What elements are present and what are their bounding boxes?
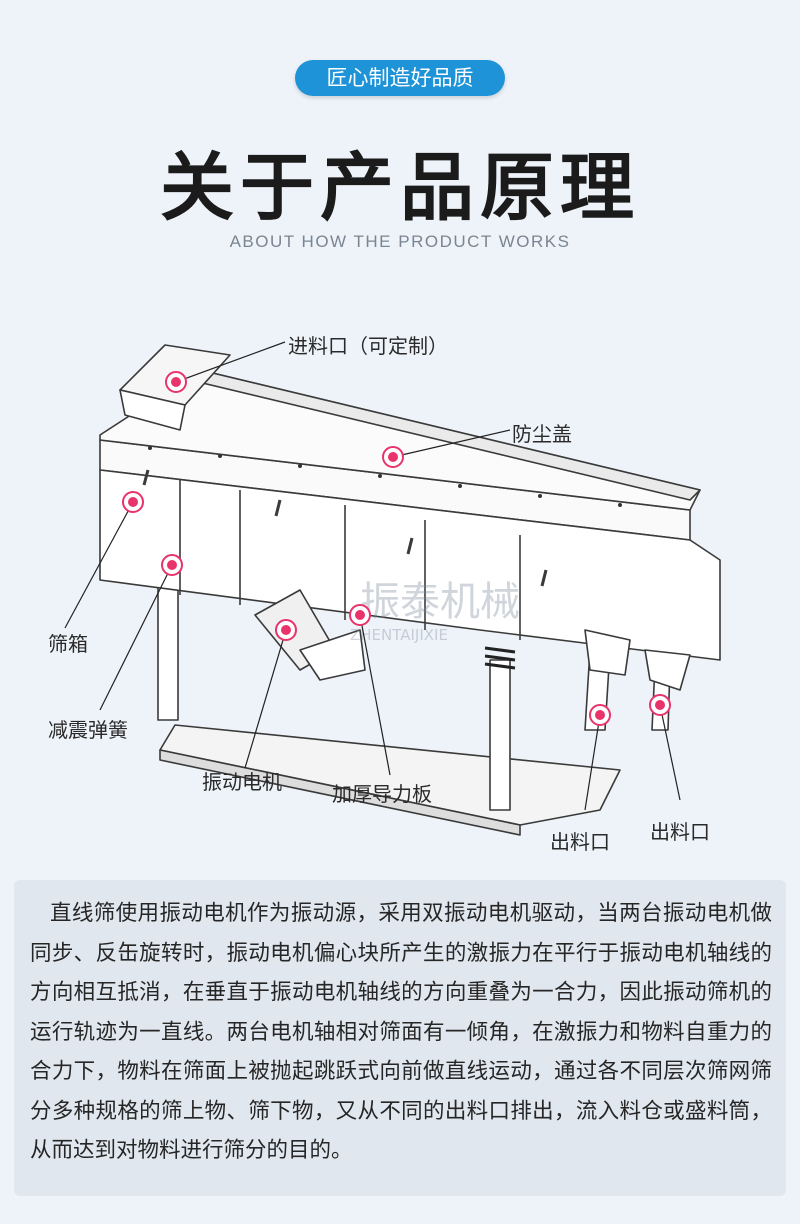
marker-group	[122, 371, 671, 726]
support-leg	[157, 579, 179, 721]
page-title: 关于产品原理	[160, 145, 640, 231]
header-badge: 匠心制造好品质	[295, 60, 505, 96]
watermark-subtext: ZHENTAIJIXIE	[350, 626, 448, 644]
product-diagram: 振泰机械 ZHENTAIJIXIE 进料口（可定制） 防尘盖 筛箱 减震弹簧	[0, 330, 800, 870]
screen-machine-illustration: 振泰机械 ZHENTAIJIXIE	[64, 341, 721, 836]
label-spring: 减震弹簧	[48, 718, 128, 742]
label-guide-plate: 加厚导力板	[332, 782, 432, 806]
marker-icon	[165, 371, 187, 393]
description-text: 直线筛使用振动电机作为振动源，采用双振动电机驱动，当两台振动电机做同步、反缶旋转…	[30, 901, 772, 1163]
label-outlet-1: 出料口	[550, 830, 610, 854]
page-subtitle: ABOUT HOW THE PRODUCT WORKS	[229, 232, 571, 251]
marker-icon	[122, 491, 144, 513]
marker-icon	[382, 446, 404, 468]
watermark-text: 振泰机械	[360, 579, 520, 625]
marker-icon	[349, 604, 371, 626]
support-leg	[489, 659, 511, 811]
marker-icon	[161, 554, 183, 576]
label-inlet: 进料口（可定制）	[288, 334, 448, 358]
marker-icon	[275, 619, 297, 641]
description-box: 直线筛使用振动电机作为振动源，采用双振动电机驱动，当两台振动电机做同步、反缶旋转…	[14, 880, 786, 1196]
marker-icon	[649, 694, 671, 716]
label-dust-cover: 防尘盖	[512, 422, 572, 446]
label-screen-box: 筛箱	[48, 632, 88, 656]
label-motor: 振动电机	[202, 770, 282, 794]
marker-icon	[589, 704, 611, 726]
label-outlet-2: 出料口	[650, 820, 710, 844]
